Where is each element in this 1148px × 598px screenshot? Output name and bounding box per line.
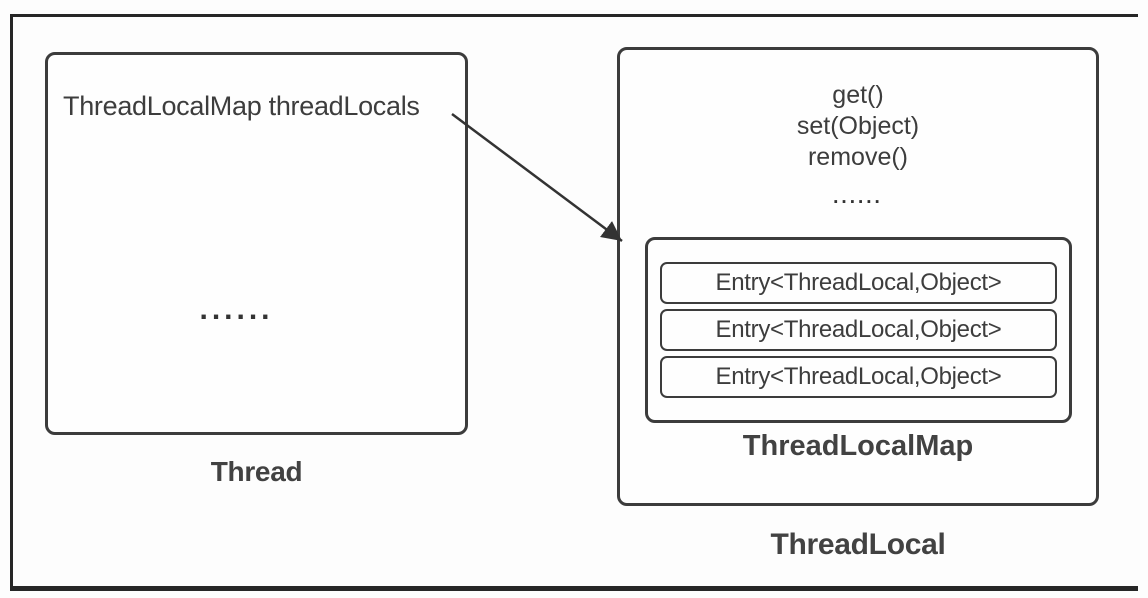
thread-box-label: Thread — [210, 456, 303, 487]
methods-ellipsis: ...... — [833, 187, 883, 208]
method-get: get() — [832, 81, 884, 109]
thread-field-text: ThreadLocalMap threadLocals — [63, 91, 420, 121]
thread-ellipsis: ...... — [199, 293, 274, 326]
threadlocal-box-label: ThreadLocal — [770, 528, 946, 561]
entry-row: Entry<ThreadLocal,Object> — [660, 262, 1057, 304]
outer-frame — [10, 14, 1138, 591]
method-remove: remove() — [807, 143, 908, 171]
method-set: set(Object) — [796, 112, 920, 140]
thread-box: ThreadLocalMap threadLocals ...... — [45, 52, 468, 435]
threadlocal-box: get() set(Object) remove() ...... Entry<… — [617, 47, 1099, 506]
threadlocal-methods: get() set(Object) remove() ...... — [620, 80, 1096, 213]
entry-row: Entry<ThreadLocal,Object> — [660, 356, 1057, 398]
threadlocalmap-label: ThreadLocalMap — [742, 430, 974, 462]
entry-row: Entry<ThreadLocal,Object> — [660, 309, 1057, 351]
threadlocalmap-box: Entry<ThreadLocal,Object> Entry<ThreadLo… — [645, 237, 1072, 423]
